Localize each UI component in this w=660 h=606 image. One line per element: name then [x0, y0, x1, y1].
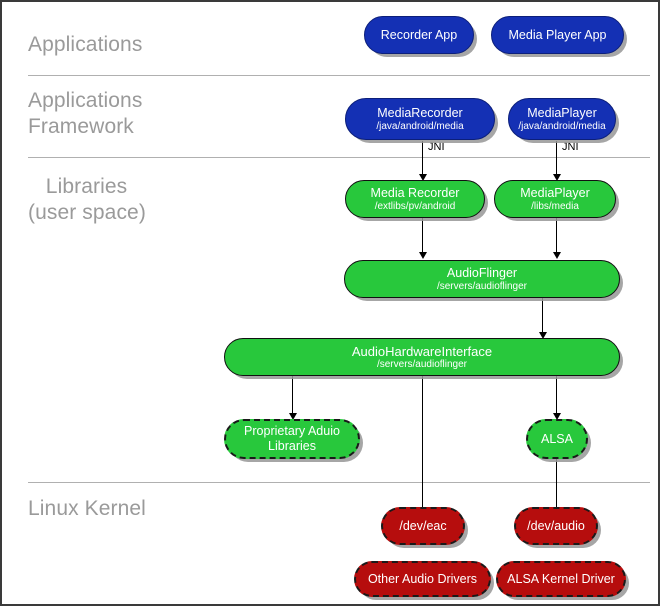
node-title: /dev/audio: [527, 518, 585, 533]
connector-mediarecorder-to-media-recorder-lib: [422, 141, 423, 179]
node-dev-eac[interactable]: /dev/eac: [381, 507, 465, 545]
connector-audioflinger-to-audiohardwareinterface: [542, 298, 543, 336]
node-mediaplayer-lib[interactable]: MediaPlayer /libs/media: [494, 180, 616, 218]
node-media-player-app[interactable]: Media Player App: [491, 16, 624, 54]
connector-mediaplayer-lib-to-audioflinger: [556, 218, 557, 256]
node-subtitle: /servers/audioflinger: [376, 358, 468, 370]
arrowhead-audiohardwareinterface: [539, 332, 547, 339]
connector-audiohardwareinterface-to-proprietary-libs: [292, 375, 293, 417]
arrowhead-audioflinger-right: [553, 252, 561, 259]
node-audioflinger[interactable]: AudioFlinger /servers/audioflinger: [344, 260, 620, 298]
node-title: ALSA: [541, 431, 573, 446]
node-title: MediaRecorder: [377, 105, 463, 120]
node-subtitle: /java/android/media: [518, 120, 606, 132]
node-title: Media Player App: [508, 27, 607, 42]
node-title: MediaPlayer: [527, 105, 597, 120]
node-subtitle: Libraries: [268, 439, 316, 453]
connector-audiohardwareinterface-to-alsa: [556, 375, 557, 417]
node-subtitle: /servers/audioflinger: [436, 280, 528, 292]
layer-label-linux-kernel: Linux Kernel: [28, 497, 146, 520]
connector-label-jni-left: JNI: [428, 141, 445, 153]
connector-mediaplayer-to-mediaplayer-lib: [556, 141, 557, 179]
connector-audiohardwareinterface-to-dev-eac: [422, 375, 423, 513]
node-title: ALSA Kernel Driver: [507, 571, 615, 586]
node-subtitle: /libs/media: [531, 200, 579, 212]
node-title: Recorder App: [380, 27, 458, 42]
arrowhead-media-recorder-lib: [419, 174, 427, 181]
layer-label-applications: Applications: [28, 33, 143, 56]
divider-applications-framework: [28, 157, 650, 158]
layer-label-libraries: Libraries (user space): [28, 175, 146, 224]
divider-libraries: [28, 482, 650, 483]
node-title: /dev/eac: [399, 518, 447, 533]
connector-label-jni-right: JNI: [562, 141, 579, 153]
node-other-audio-drivers[interactable]: Other Audio Drivers: [354, 561, 491, 597]
connector-media-recorder-lib-to-audioflinger: [422, 218, 423, 256]
node-mediaplayer-framework[interactable]: MediaPlayer /java/android/media: [508, 98, 616, 140]
node-alsa-kernel-driver[interactable]: ALSA Kernel Driver: [496, 561, 626, 597]
layer-label-applications-framework: Applications Framework: [28, 89, 143, 138]
node-title: Media Recorder: [370, 185, 460, 200]
arrowhead-audioflinger-left: [419, 252, 427, 259]
divider-applications: [28, 75, 650, 76]
arrowhead-proprietary-audio-libraries: [289, 413, 297, 420]
node-proprietary-audio-libraries[interactable]: Proprietary Aduio Libraries: [224, 419, 360, 459]
node-title: Other Audio Drivers: [367, 571, 478, 586]
node-alsa[interactable]: ALSA: [526, 419, 588, 459]
node-audiohardwareinterface[interactable]: AudioHardwareInterface /servers/audiofli…: [224, 338, 620, 376]
connector-alsa-to-dev-audio: [556, 458, 557, 513]
node-title: Proprietary Aduio: [244, 424, 340, 438]
node-media-recorder-lib[interactable]: Media Recorder /extlibs/pv/android: [345, 180, 485, 218]
node-subtitle: /extlibs/pv/android: [374, 200, 456, 212]
node-dev-audio[interactable]: /dev/audio: [514, 507, 598, 545]
node-subtitle: /java/android/media: [376, 120, 464, 132]
arrowhead-alsa: [553, 413, 561, 420]
node-mediarecorder-framework[interactable]: MediaRecorder /java/android/media: [345, 98, 495, 140]
node-title: MediaPlayer: [520, 185, 590, 200]
node-title: AudioHardwareInterface: [351, 343, 493, 359]
node-recorder-app[interactable]: Recorder App: [364, 16, 474, 54]
node-title: AudioFlinger: [446, 265, 518, 280]
arrowhead-mediaplayer-lib: [553, 174, 561, 181]
